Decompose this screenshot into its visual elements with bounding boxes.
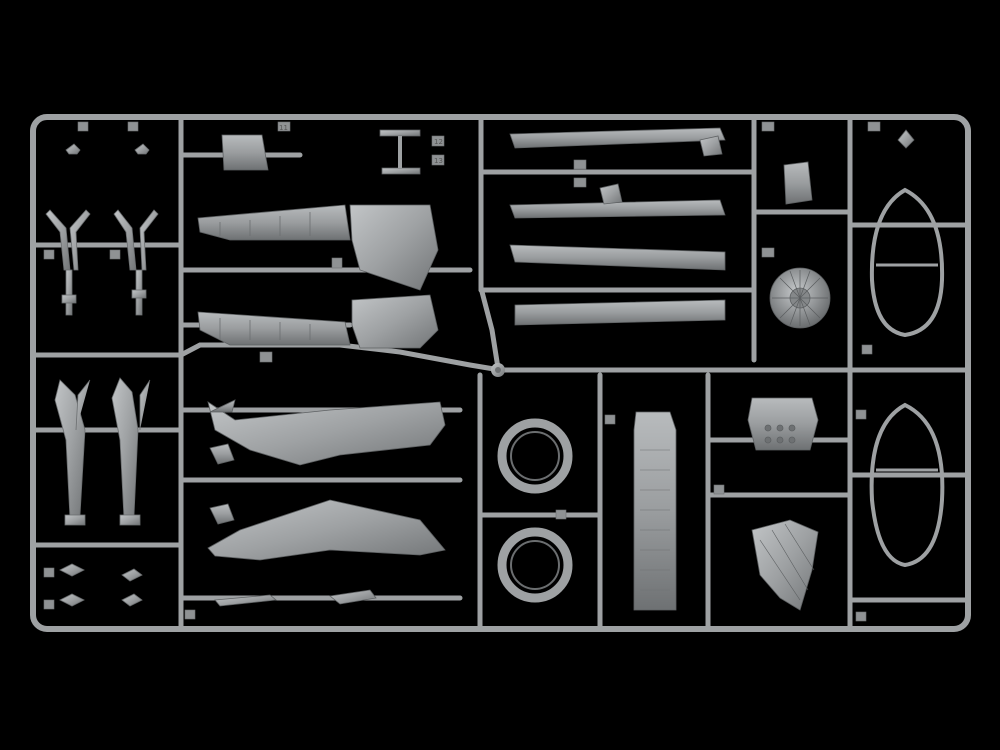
small-fitting xyxy=(897,129,915,149)
cockpit-side-walls xyxy=(197,129,439,349)
part-number-tags xyxy=(43,121,881,622)
exhaust-nozzle xyxy=(751,519,819,611)
part-number-label: 12 xyxy=(434,138,443,146)
panel-parts xyxy=(509,127,726,326)
cockpit-tub xyxy=(633,411,677,611)
lower-center-parts xyxy=(497,397,819,611)
upper-right-parts xyxy=(769,161,831,329)
part-number-label: 11 xyxy=(279,124,288,132)
landing-gear-parts xyxy=(45,143,159,607)
part-number-label: 13 xyxy=(434,157,443,165)
fuselage-halves xyxy=(207,399,446,607)
canopy-frames xyxy=(869,187,945,568)
instrument-panel xyxy=(747,397,819,451)
